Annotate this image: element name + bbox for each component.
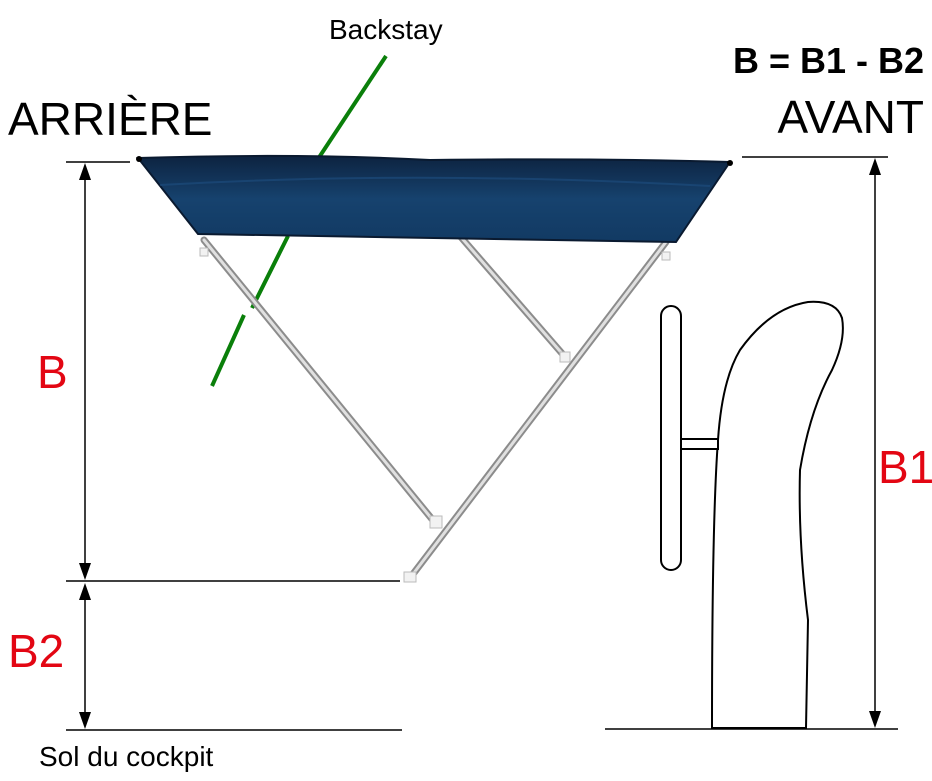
dimension-arrow-b — [79, 163, 91, 580]
steering-wheel — [660, 305, 719, 571]
backstay-label: Backstay — [329, 14, 443, 45]
bimini-frame — [199, 232, 671, 583]
dimension-arrow-b2 — [79, 583, 91, 729]
backstay-line — [210, 54, 388, 387]
bimini-canvas — [135, 154, 733, 244]
front-label: AVANT — [777, 91, 924, 143]
cockpit-floor-label: Sol du cockpit — [39, 741, 214, 772]
height-b-label: B — [37, 346, 68, 398]
formula-label: B = B1 - B2 — [732, 40, 924, 81]
dimension-arrow-b1 — [869, 158, 881, 728]
height-b2-label: B2 — [8, 625, 65, 677]
reference-lines — [66, 156, 898, 731]
rear-label: ARRIÈRE — [8, 93, 213, 145]
height-b1-label: B1 — [878, 441, 932, 493]
helm-console — [710, 300, 844, 729]
